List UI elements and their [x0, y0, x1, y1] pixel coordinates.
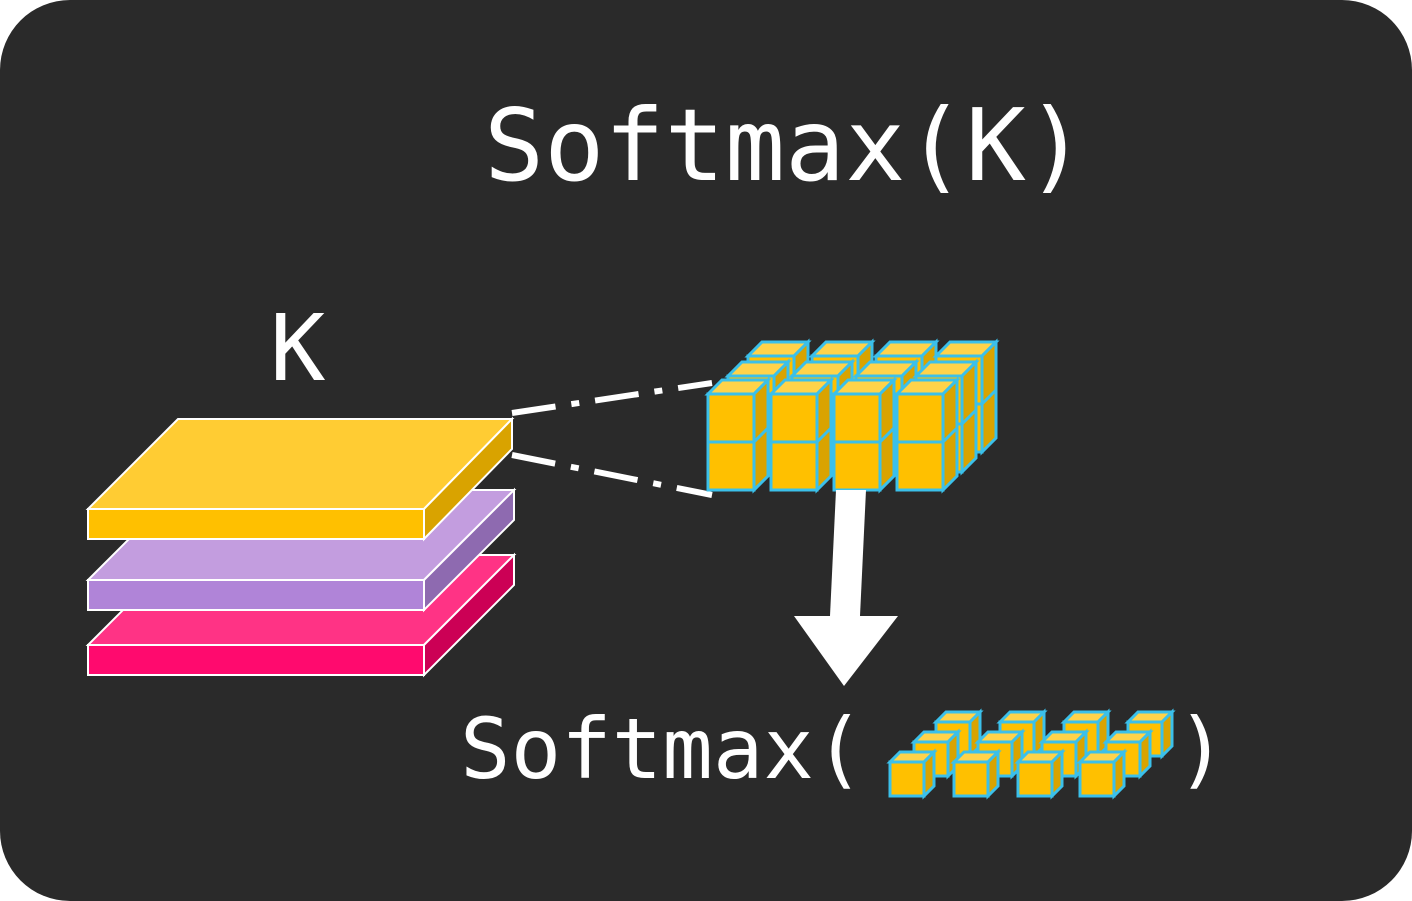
down-arrow-icon	[794, 490, 898, 686]
yellow-layer	[85, 416, 515, 542]
tensor-layers-icon	[85, 416, 517, 678]
cube-tensor-icon	[706, 340, 998, 492]
zoom-connector	[511, 380, 713, 498]
softmax-expression-suffix: )	[1176, 700, 1227, 798]
softmax-expression-prefix: Softmax(	[460, 700, 865, 798]
k-label: K	[270, 295, 326, 402]
page-title: Softmax(K)	[484, 87, 1086, 204]
